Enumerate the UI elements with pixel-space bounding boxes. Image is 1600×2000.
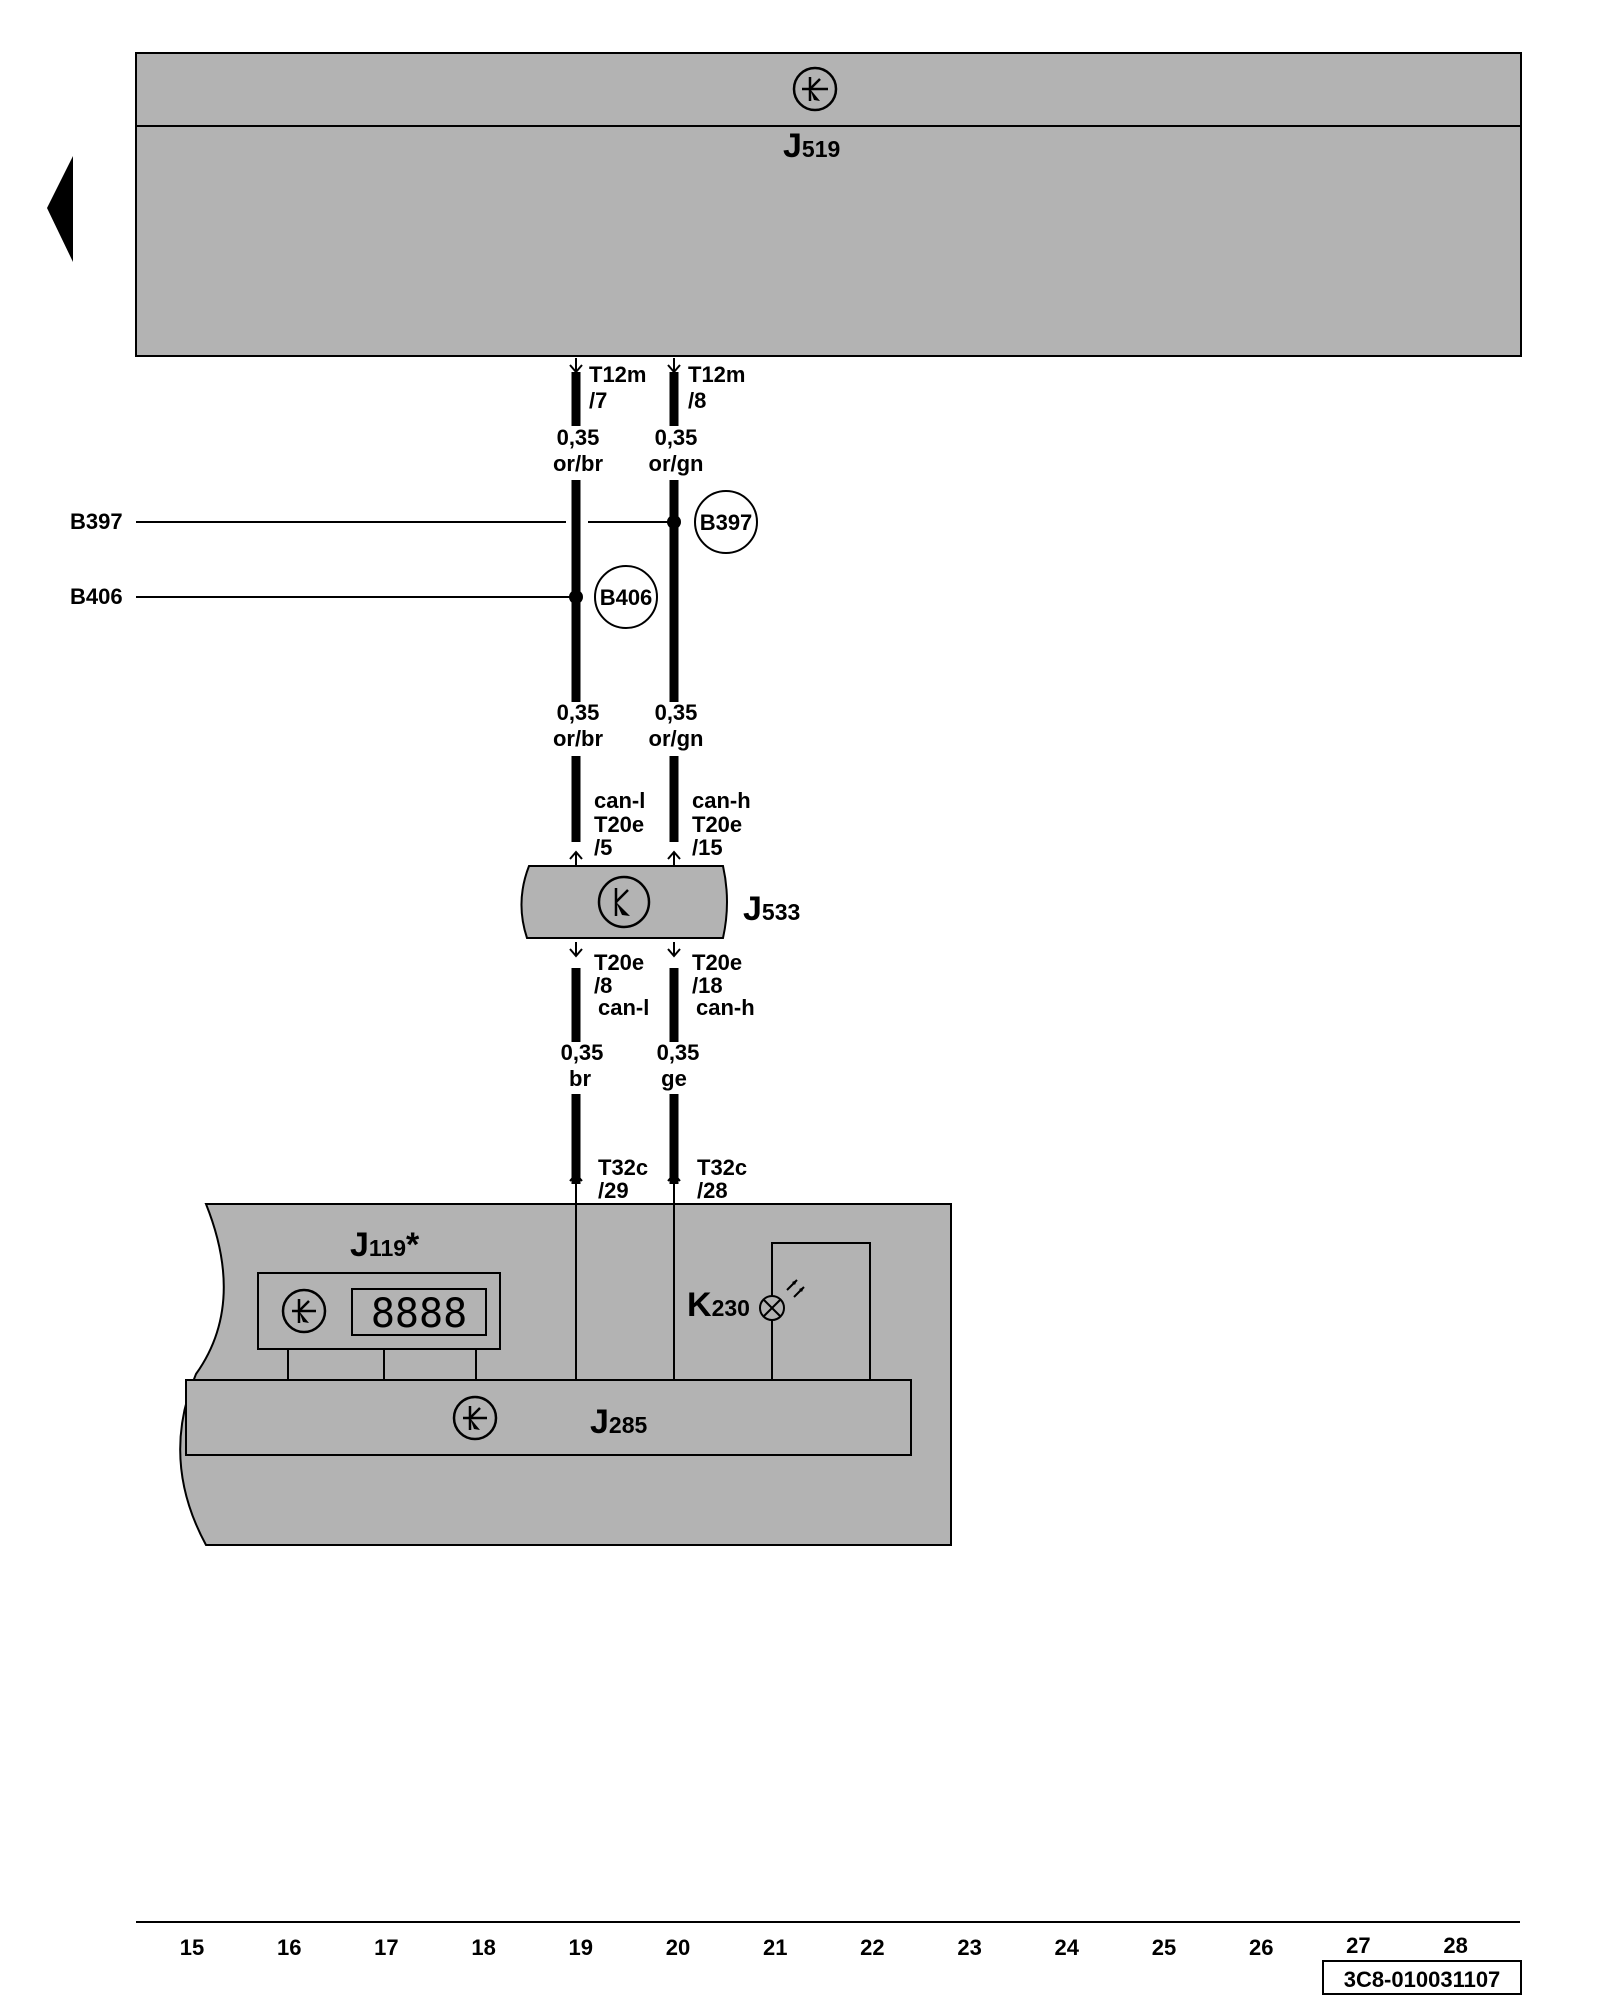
column-number: 17 bbox=[374, 1935, 398, 1960]
connector-arrows bbox=[569, 358, 681, 1188]
column-number: 28 bbox=[1443, 1933, 1467, 1958]
pin-t20e-8-number: /8 bbox=[594, 973, 612, 998]
pin-t20e-5-label: T20e bbox=[594, 812, 644, 837]
wire-size-label: 0,35 bbox=[655, 425, 698, 450]
column-number: 25 bbox=[1152, 1935, 1176, 1960]
electronic-module-icon bbox=[597, 875, 651, 929]
j533-gateway: J533 bbox=[520, 865, 800, 939]
j519-control-unit: J519 bbox=[135, 52, 1522, 357]
pin-t12m-8-label: T12m bbox=[688, 362, 745, 387]
pin-t12m-8-number: /8 bbox=[688, 388, 706, 413]
column-number: 26 bbox=[1249, 1935, 1273, 1960]
branch-b397: B397 B397 bbox=[70, 490, 758, 554]
warning-lamp-icon bbox=[759, 1279, 805, 1321]
wire-size-label: 0,35 bbox=[655, 700, 698, 725]
pin-t32c-29-label: T32c bbox=[598, 1155, 648, 1180]
pin-t12m-7-number: /7 bbox=[589, 388, 607, 413]
reference-number: 3C8-010031107 bbox=[1344, 1967, 1501, 1992]
pin-t20e-15-label: T20e bbox=[692, 812, 742, 837]
back-arrow-icon[interactable] bbox=[47, 156, 73, 262]
column-number: 15 bbox=[180, 1935, 204, 1960]
column-number: 16 bbox=[277, 1935, 301, 1960]
reference-box: 3C8-010031107 bbox=[1322, 1960, 1522, 1995]
j285-label: J285 bbox=[590, 1403, 648, 1441]
b397-label: B397 bbox=[70, 509, 123, 534]
signal-can-h-label: can-h bbox=[696, 995, 755, 1020]
j533-label: J533 bbox=[743, 890, 800, 928]
electronic-module-icon bbox=[792, 66, 838, 112]
pin-t12m-7-label: T12m bbox=[589, 362, 646, 387]
column-number: 18 bbox=[471, 1935, 495, 1960]
column-number: 20 bbox=[666, 1935, 690, 1960]
column-number: 22 bbox=[860, 1935, 884, 1960]
k230-label: K230 bbox=[687, 1286, 750, 1324]
j519-label: J519 bbox=[783, 127, 840, 165]
wire-size-label: 0,35 bbox=[557, 700, 600, 725]
j119-display-digits: 8888 bbox=[371, 1291, 467, 1337]
column-number: 21 bbox=[763, 1935, 787, 1960]
wire-color-label: or/gn bbox=[649, 726, 704, 751]
j119-label: J119* bbox=[350, 1226, 420, 1264]
wire-color-label: or/br bbox=[553, 726, 604, 751]
pin-t20e-15-number: /15 bbox=[692, 835, 723, 860]
column-number: 27 bbox=[1346, 1933, 1370, 1958]
column-number: 19 bbox=[569, 1935, 593, 1960]
branch-b406: B406 B406 bbox=[70, 565, 658, 629]
column-number: 24 bbox=[1055, 1935, 1080, 1960]
b397-circle-label: B397 bbox=[700, 510, 753, 535]
signal-can-h-label: can-h bbox=[692, 788, 751, 813]
signal-can-l-label: can-l bbox=[598, 995, 649, 1020]
column-numbers: 15 16 17 18 19 20 21 22 23 24 25 26 27 28 bbox=[180, 1933, 1468, 1960]
pin-t20e-8-label: T20e bbox=[594, 950, 644, 975]
wire-size-label: 0,35 bbox=[557, 425, 600, 450]
wire-color-label: or/br bbox=[553, 451, 604, 476]
b406-circle-label: B406 bbox=[600, 585, 653, 610]
pin-t20e-18-number: /18 bbox=[692, 973, 723, 998]
pin-t32c-29-number: /29 bbox=[598, 1178, 629, 1203]
pin-t20e-5-number: /5 bbox=[594, 835, 612, 860]
wire-color-label: ge bbox=[661, 1066, 687, 1091]
electronic-module-icon bbox=[452, 1395, 498, 1441]
wire-color-label: br bbox=[569, 1066, 591, 1091]
wire-color-label: or/gn bbox=[649, 451, 704, 476]
pin-t20e-18-label: T20e bbox=[692, 950, 742, 975]
pin-t32c-28-number: /28 bbox=[697, 1178, 728, 1203]
signal-can-l-label: can-l bbox=[594, 788, 645, 813]
wire-size-label: 0,35 bbox=[561, 1040, 604, 1065]
b406-label: B406 bbox=[70, 584, 123, 609]
pin-t32c-28-label: T32c bbox=[697, 1155, 747, 1180]
instrument-cluster: J119* 8888 K230 bbox=[179, 1203, 952, 1546]
wire-size-label: 0,35 bbox=[657, 1040, 700, 1065]
column-ruler: 15 16 17 18 19 20 21 22 23 24 25 26 27 28 bbox=[136, 1921, 1520, 1960]
column-number: 23 bbox=[957, 1935, 981, 1960]
electronic-module-icon bbox=[281, 1288, 327, 1334]
